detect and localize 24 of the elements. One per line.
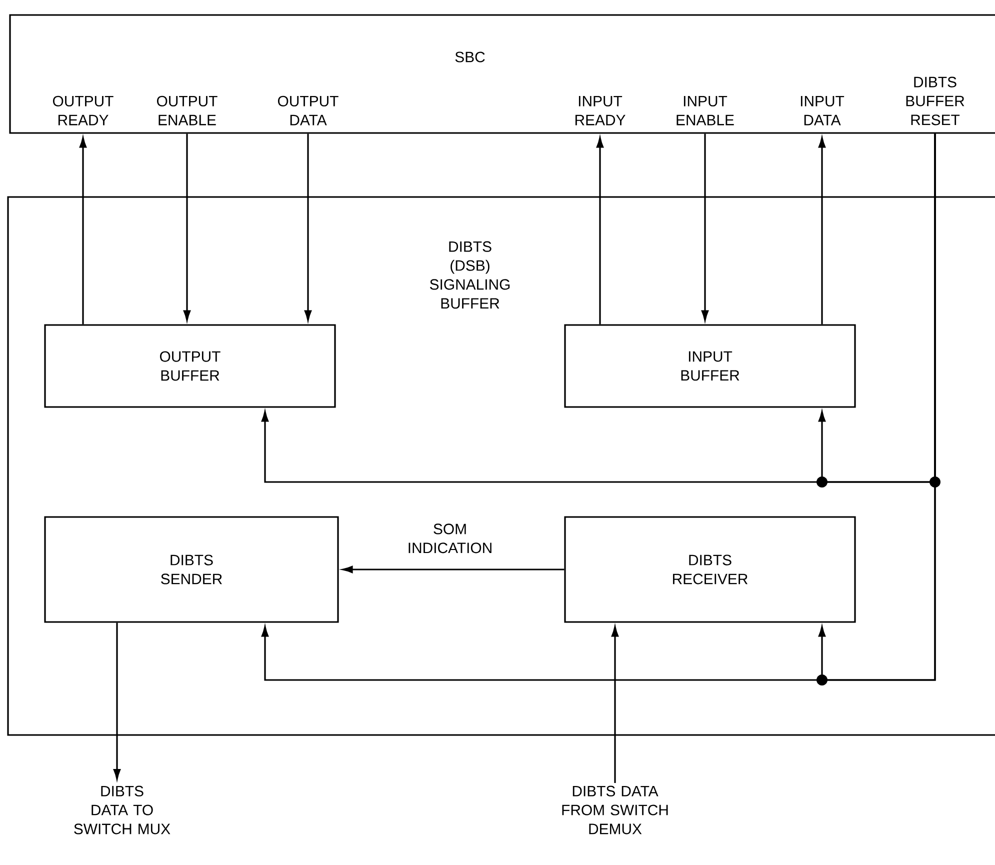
- arrow: [183, 134, 191, 321]
- edge-label: INPUT ENABLE: [676, 96, 734, 126]
- arrow: [113, 622, 121, 780]
- arrow: [304, 134, 312, 321]
- edge-label: DIBTS BUFFER RESET: [906, 76, 964, 126]
- edge-label: SOM INDICATION: [408, 524, 492, 554]
- edge-label: OUTPUT ENABLE: [157, 96, 218, 126]
- edge-label: OUTPUT READY: [53, 96, 114, 126]
- edge-label: INPUT READY: [575, 96, 626, 126]
- arrow: [79, 137, 87, 324]
- signal-text: DIBTS DATA FROM SWITCH DEMUX: [562, 786, 668, 834]
- arrow: [342, 566, 564, 574]
- edge-label: INPUT DATA: [800, 96, 844, 126]
- arrow: [596, 137, 604, 324]
- sender-box: DIBTS SENDER: [44, 516, 339, 623]
- edge-label: OUTPUT DATA: [278, 96, 338, 126]
- arrow: [818, 134, 936, 681]
- arrow: [818, 137, 826, 324]
- buffer-box: OUTPUT BUFFER: [44, 324, 336, 408]
- arrow: [701, 134, 709, 321]
- buffer-box: INPUT BUFFER: [564, 324, 856, 408]
- receiver-box: DIBTS RECEIVER: [564, 516, 856, 623]
- signal-text: DIBTS DATA TO SWITCH MUX: [74, 786, 170, 834]
- arrow: [611, 626, 619, 783]
